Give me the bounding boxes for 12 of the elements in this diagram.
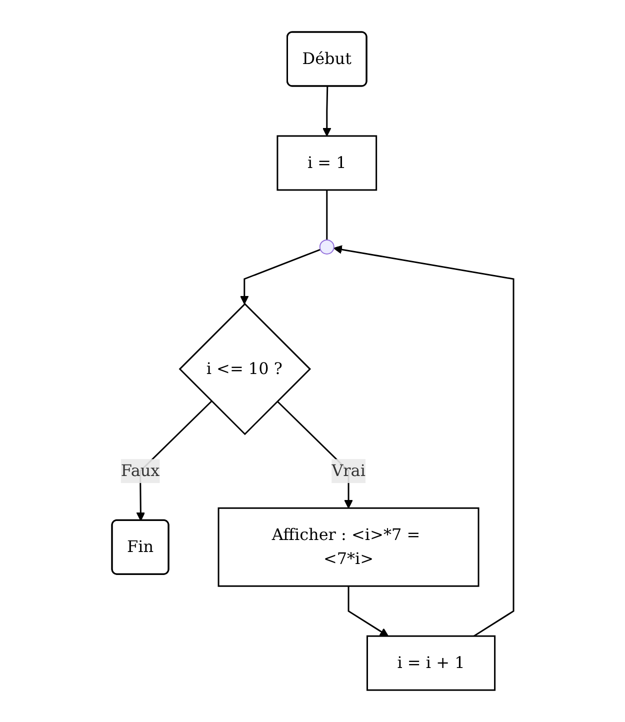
arrow: [333, 245, 514, 637]
connector: [326, 190, 328, 240]
node-diamond: i <= 10 ?: [178, 302, 311, 436]
edge-label: Vrai: [331, 461, 366, 480]
arrow: [348, 586, 388, 636]
node-box: Afficher : <i>*7 = <7*i>: [218, 507, 479, 587]
edge-label: Faux: [120, 461, 160, 480]
node-circle: [319, 239, 334, 254]
node-box: i = 1: [276, 135, 377, 191]
arrow: [240, 248, 320, 304]
arrow: [322, 86, 332, 136]
node-box: i = i + 1: [366, 635, 496, 691]
